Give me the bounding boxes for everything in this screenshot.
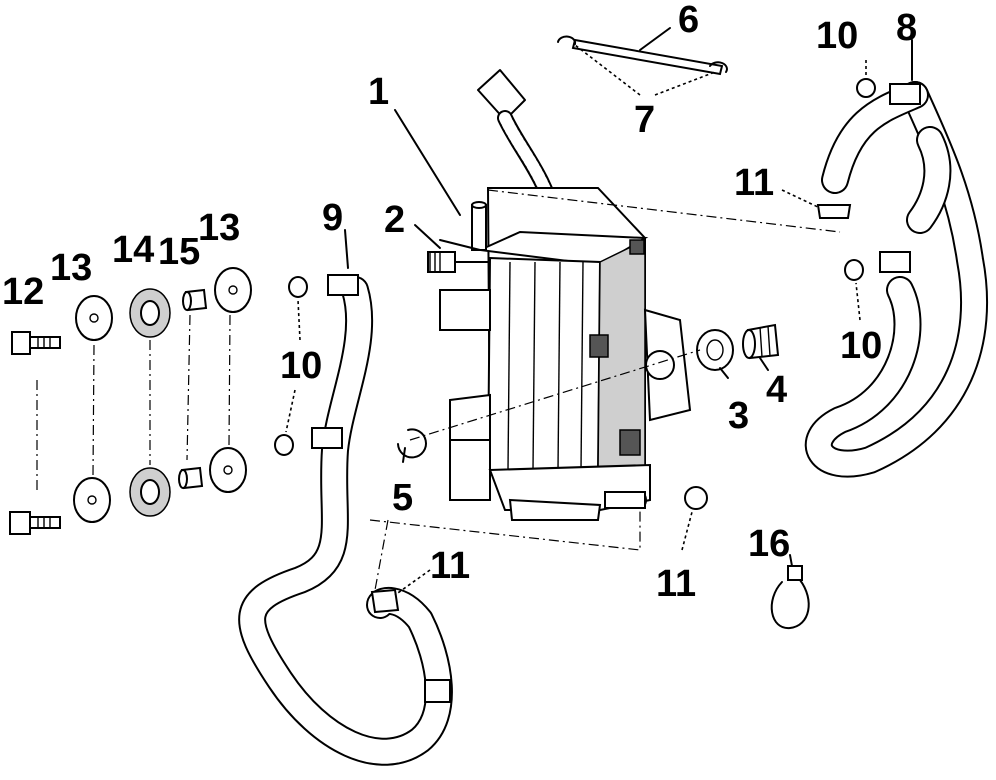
washer-part-13	[73, 267, 252, 523]
callout-10-left: 10	[280, 345, 322, 387]
hose-part-8	[804, 81, 989, 478]
callout-10-top-right: 10	[816, 15, 858, 57]
sleeve-part-15	[178, 288, 208, 490]
hose-clamp-part-16	[770, 565, 810, 630]
callout-9: 9	[322, 197, 343, 239]
callout-13-right: 13	[198, 207, 240, 249]
hose-part-9	[238, 274, 453, 766]
callout-3: 3	[728, 395, 749, 437]
callout-15: 15	[158, 231, 200, 273]
callout-16: 16	[748, 523, 790, 565]
clamp-part-11	[370, 204, 852, 614]
fitting-part-4	[742, 323, 780, 360]
o-ring-part-10	[274, 78, 876, 456]
callout-7: 7	[634, 99, 655, 141]
callout-6: 6	[678, 0, 699, 41]
callout-1: 1	[368, 71, 389, 113]
clip-part-7	[557, 35, 728, 73]
fitting-part-2	[427, 239, 489, 273]
callout-5: 5	[392, 477, 413, 519]
callout-8: 8	[896, 7, 917, 49]
rod-part-6	[571, 38, 724, 76]
callout-10-right: 10	[840, 325, 882, 367]
callout-11-top-right: 11	[734, 162, 774, 204]
callout-14: 14	[112, 229, 154, 271]
callout-11-bottom-center: 11	[656, 563, 696, 605]
snap-ring-part-5	[397, 428, 427, 459]
callout-2: 2	[384, 199, 405, 241]
callout-4: 4	[766, 369, 787, 411]
callout-12: 12	[2, 271, 44, 313]
bolt-part-12	[9, 331, 61, 535]
grommet-part-3	[696, 329, 734, 371]
callout-11-bottom-left: 11	[430, 545, 470, 587]
callout-13-left: 13	[50, 247, 92, 289]
grommet-part-14	[129, 288, 171, 517]
